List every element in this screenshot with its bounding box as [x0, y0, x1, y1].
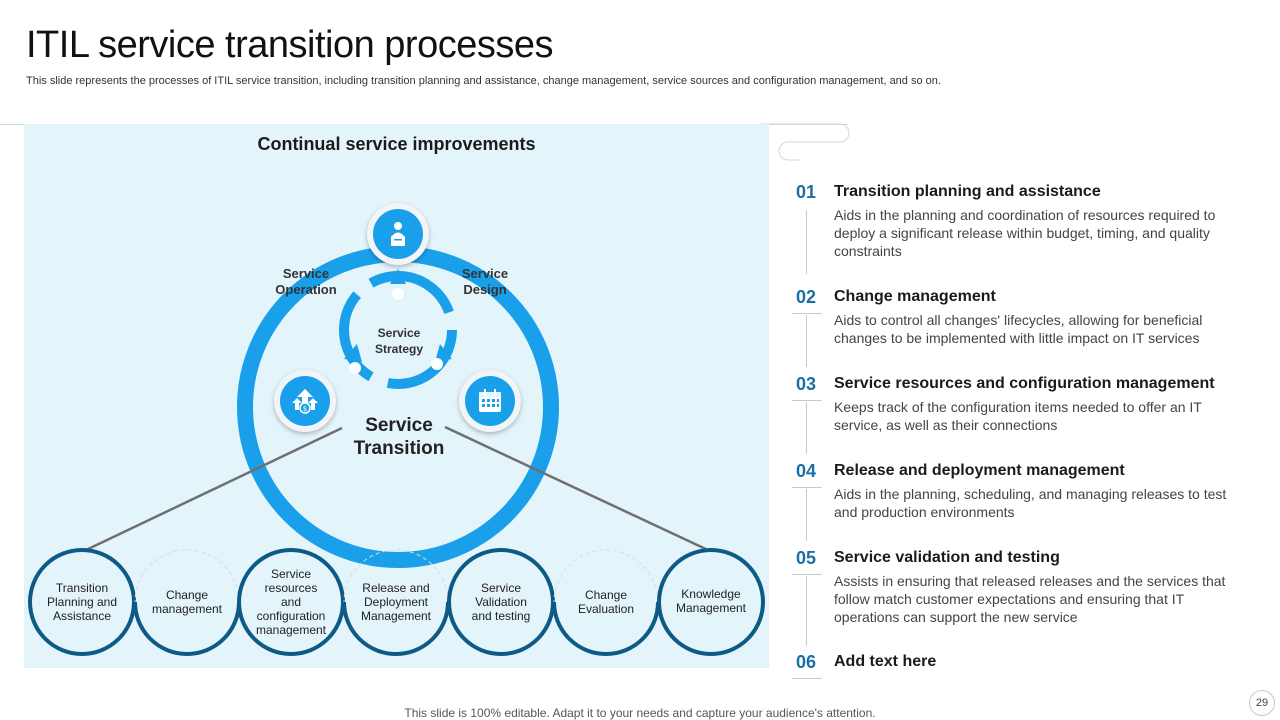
lifecycle-diagram: [28, 246, 765, 656]
step-line: [806, 210, 807, 274]
step-line: [806, 489, 807, 541]
step-number: 03: [796, 374, 817, 394]
step-title: Transition planning and assistance: [834, 183, 1101, 200]
cycle-arrow-right: [435, 344, 452, 362]
service-transition-line1: Service: [365, 415, 433, 436]
step-description: Keeps track of the configuration items n…: [834, 399, 1202, 433]
step-number: 01: [796, 182, 817, 202]
calendar-icon: [459, 370, 521, 432]
svg-text:$: $: [303, 405, 307, 413]
page-number: 29: [1249, 690, 1275, 716]
service-strategy-label: Service Strategy: [359, 325, 439, 357]
step-description: Assists in ensuring that released releas…: [834, 573, 1226, 625]
service-design-label: Service Design: [445, 266, 525, 298]
step-description: Aids in the planning, scheduling, and ma…: [834, 486, 1227, 520]
decorative-connector: [760, 123, 850, 161]
cycle-arrow-top: [390, 269, 406, 284]
money-growth-icon: $: [274, 370, 336, 432]
step-06: 06 Add text here: [792, 652, 1262, 682]
step-rule: [792, 574, 822, 575]
slide-footer: This slide is 100% editable. Adapt it to…: [404, 706, 876, 720]
step-description: Aids to control all changes' lifecycles,…: [834, 312, 1203, 346]
step-line: [806, 402, 807, 454]
step-rule: [792, 313, 822, 314]
service-design-line1: Service: [461, 266, 509, 281]
step-02: 02 Change management Aids to control all…: [792, 287, 1262, 367]
step-line: [806, 315, 807, 367]
connector-left: [83, 426, 343, 553]
cycle-dot-top: [392, 288, 404, 300]
diagram-panel: Continual service improvements: [24, 124, 769, 668]
step-number: 02: [796, 287, 817, 307]
step-title: Service validation and testing: [834, 549, 1060, 566]
slide-subtitle: This slide represents the processes of I…: [26, 75, 941, 87]
service-operation-label: Service Operation: [266, 266, 346, 298]
step-05: 05 Service validation and testing Assist…: [792, 548, 1262, 648]
service-transition-line2: Transition: [353, 438, 445, 459]
slide-title: ITIL service transition processes: [26, 24, 553, 66]
step-line: [806, 576, 807, 646]
presenter-icon: [367, 203, 429, 265]
step-title: Release and deployment management: [834, 462, 1125, 479]
step-rule: [792, 400, 822, 401]
cycle-dot-left: [349, 362, 361, 374]
step-rule: [792, 678, 822, 679]
step-number: 04: [796, 461, 817, 481]
step-title: Service resources and configuration mana…: [834, 375, 1215, 392]
service-design-line2: Design: [463, 282, 507, 297]
service-transition-label: Service Transition: [329, 414, 469, 460]
arc-4-bottom: [342, 601, 450, 656]
step-title: Change management: [834, 288, 996, 305]
service-operation-line2: Operation: [275, 282, 337, 297]
service-strategy-line1: Service: [377, 326, 421, 340]
step-03: 03 Service resources and configuration m…: [792, 374, 1262, 454]
service-operation-line1: Service: [282, 266, 330, 281]
service-strategy-line2: Strategy: [374, 342, 424, 356]
step-number: 06: [796, 652, 817, 672]
step-01: 01 Transition planning and assistance Ai…: [792, 182, 1262, 282]
connector-right: [444, 425, 711, 553]
cycle-arrow-left: [344, 344, 362, 362]
panel-heading: Continual service improvements: [257, 134, 536, 154]
step-title: Add text here: [834, 653, 937, 670]
arc-6-bottom: [552, 601, 660, 656]
step-04: 04 Release and deployment management Aid…: [792, 461, 1262, 541]
arc-2-bottom: [133, 601, 241, 656]
step-description: Aids in the planning and coordination of…: [834, 207, 1216, 259]
step-number: 05: [796, 548, 817, 568]
cycle-dot-right: [431, 358, 443, 370]
step-rule: [792, 487, 822, 488]
